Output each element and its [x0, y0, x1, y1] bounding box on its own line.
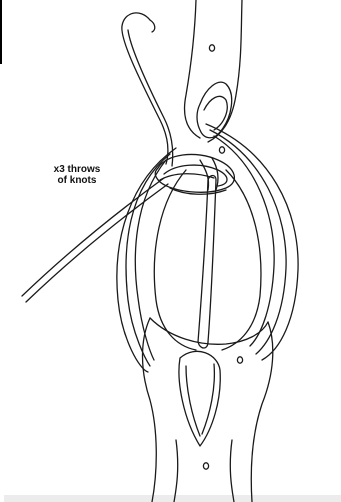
- suture-strand-vertical: [198, 176, 216, 349]
- knot-throws-label: x3 throws of knots: [32, 164, 122, 186]
- suture-hook: [122, 13, 173, 166]
- label-line-2: of knots: [32, 175, 122, 186]
- label-line-1: x3 throws: [32, 164, 122, 175]
- upper-vessel: [185, 0, 242, 153]
